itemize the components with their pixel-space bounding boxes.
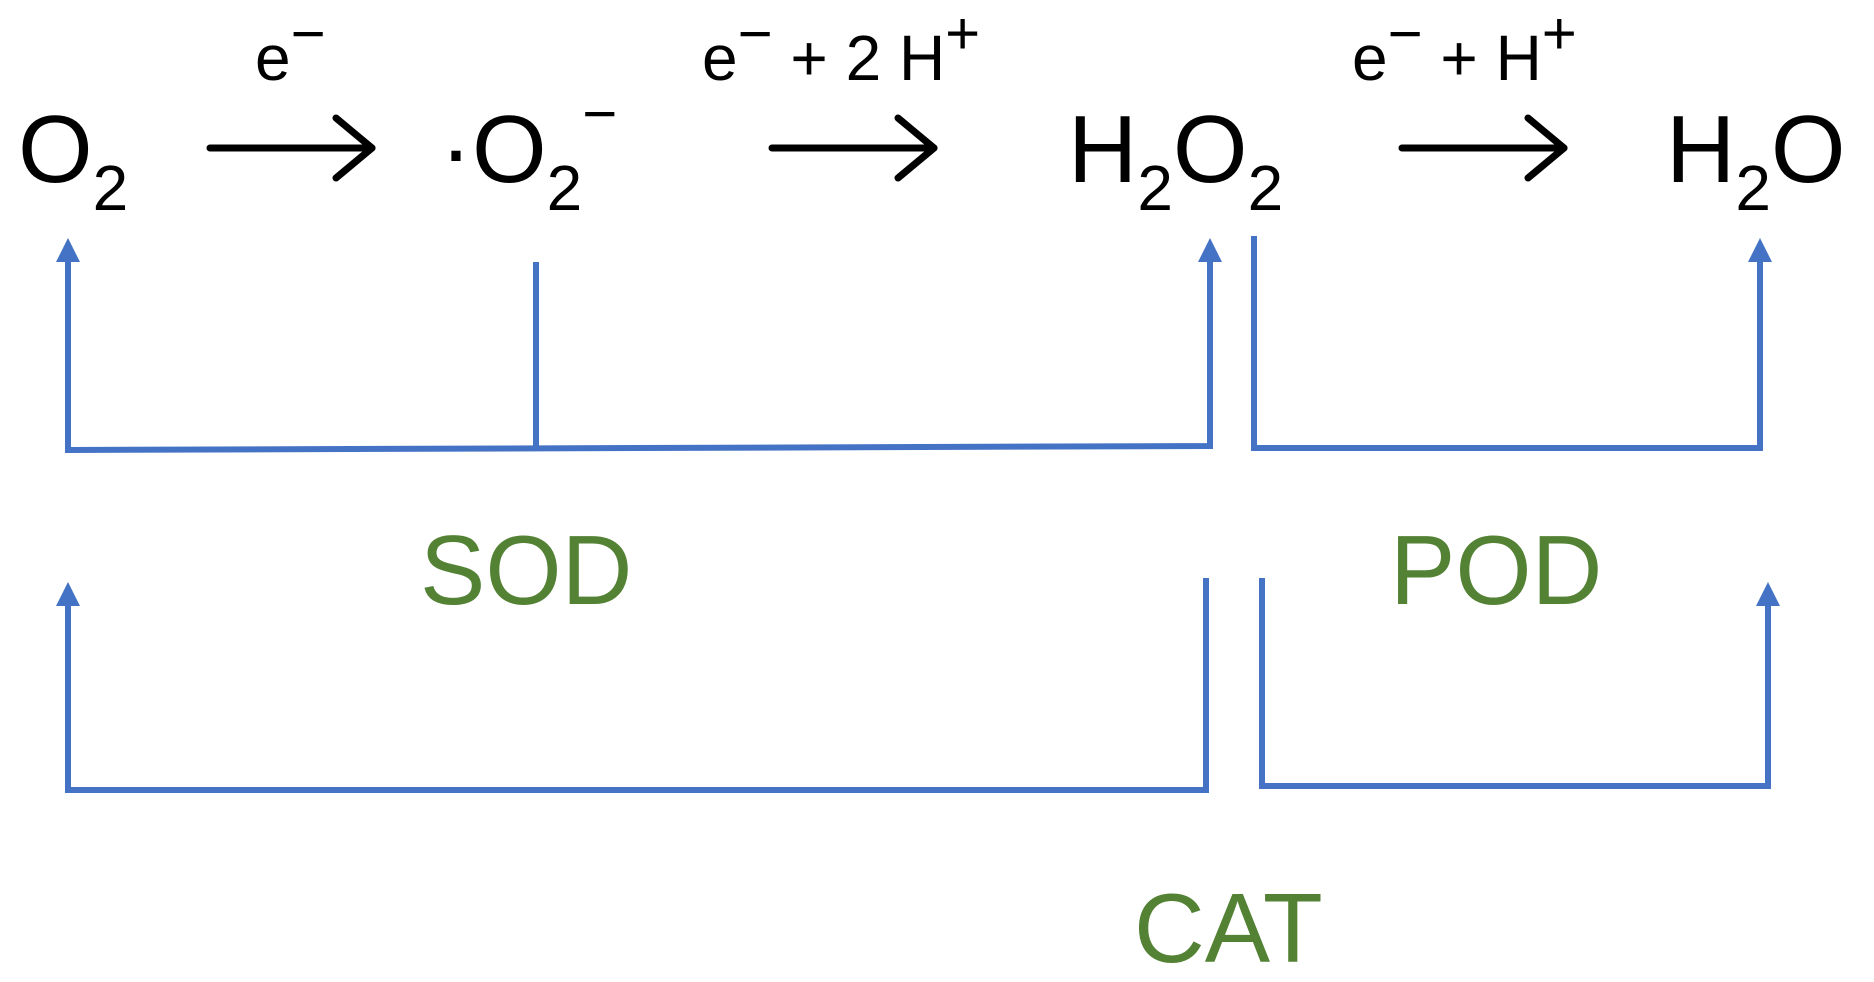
sod-arrowhead-h2o2 <box>1198 238 1222 262</box>
enzyme-label-pod: POD <box>1390 515 1602 625</box>
reaction-1-arrow <box>206 114 376 182</box>
reaction-2-arrow <box>768 114 938 182</box>
reaction-2-label: e− + 2 H+ <box>702 0 980 94</box>
species-h2o2: H2O2 <box>1068 96 1283 224</box>
reaction-3-arrow <box>1398 114 1568 182</box>
species-superoxide: ·O2− <box>440 80 617 224</box>
enzyme-label-sod: SOD <box>420 515 632 625</box>
species-h2o: H2O <box>1666 96 1846 224</box>
species-o2: O2 <box>18 96 128 224</box>
cat-arrowhead-h2o <box>1756 582 1780 606</box>
reaction-3-label: e− + H+ <box>1352 0 1577 94</box>
reaction-1-label: e− <box>255 0 326 94</box>
pod-pathway-lines <box>1251 236 1763 451</box>
cat-pathway-lines <box>65 578 1771 793</box>
enzyme-label-cat: CAT <box>1134 873 1323 982</box>
sod-pathway-lines <box>65 260 1213 454</box>
pod-arrowhead-h2o <box>1748 238 1772 262</box>
cat-arrowhead-o2 <box>56 582 80 606</box>
sod-arrowhead-o2 <box>56 238 80 262</box>
